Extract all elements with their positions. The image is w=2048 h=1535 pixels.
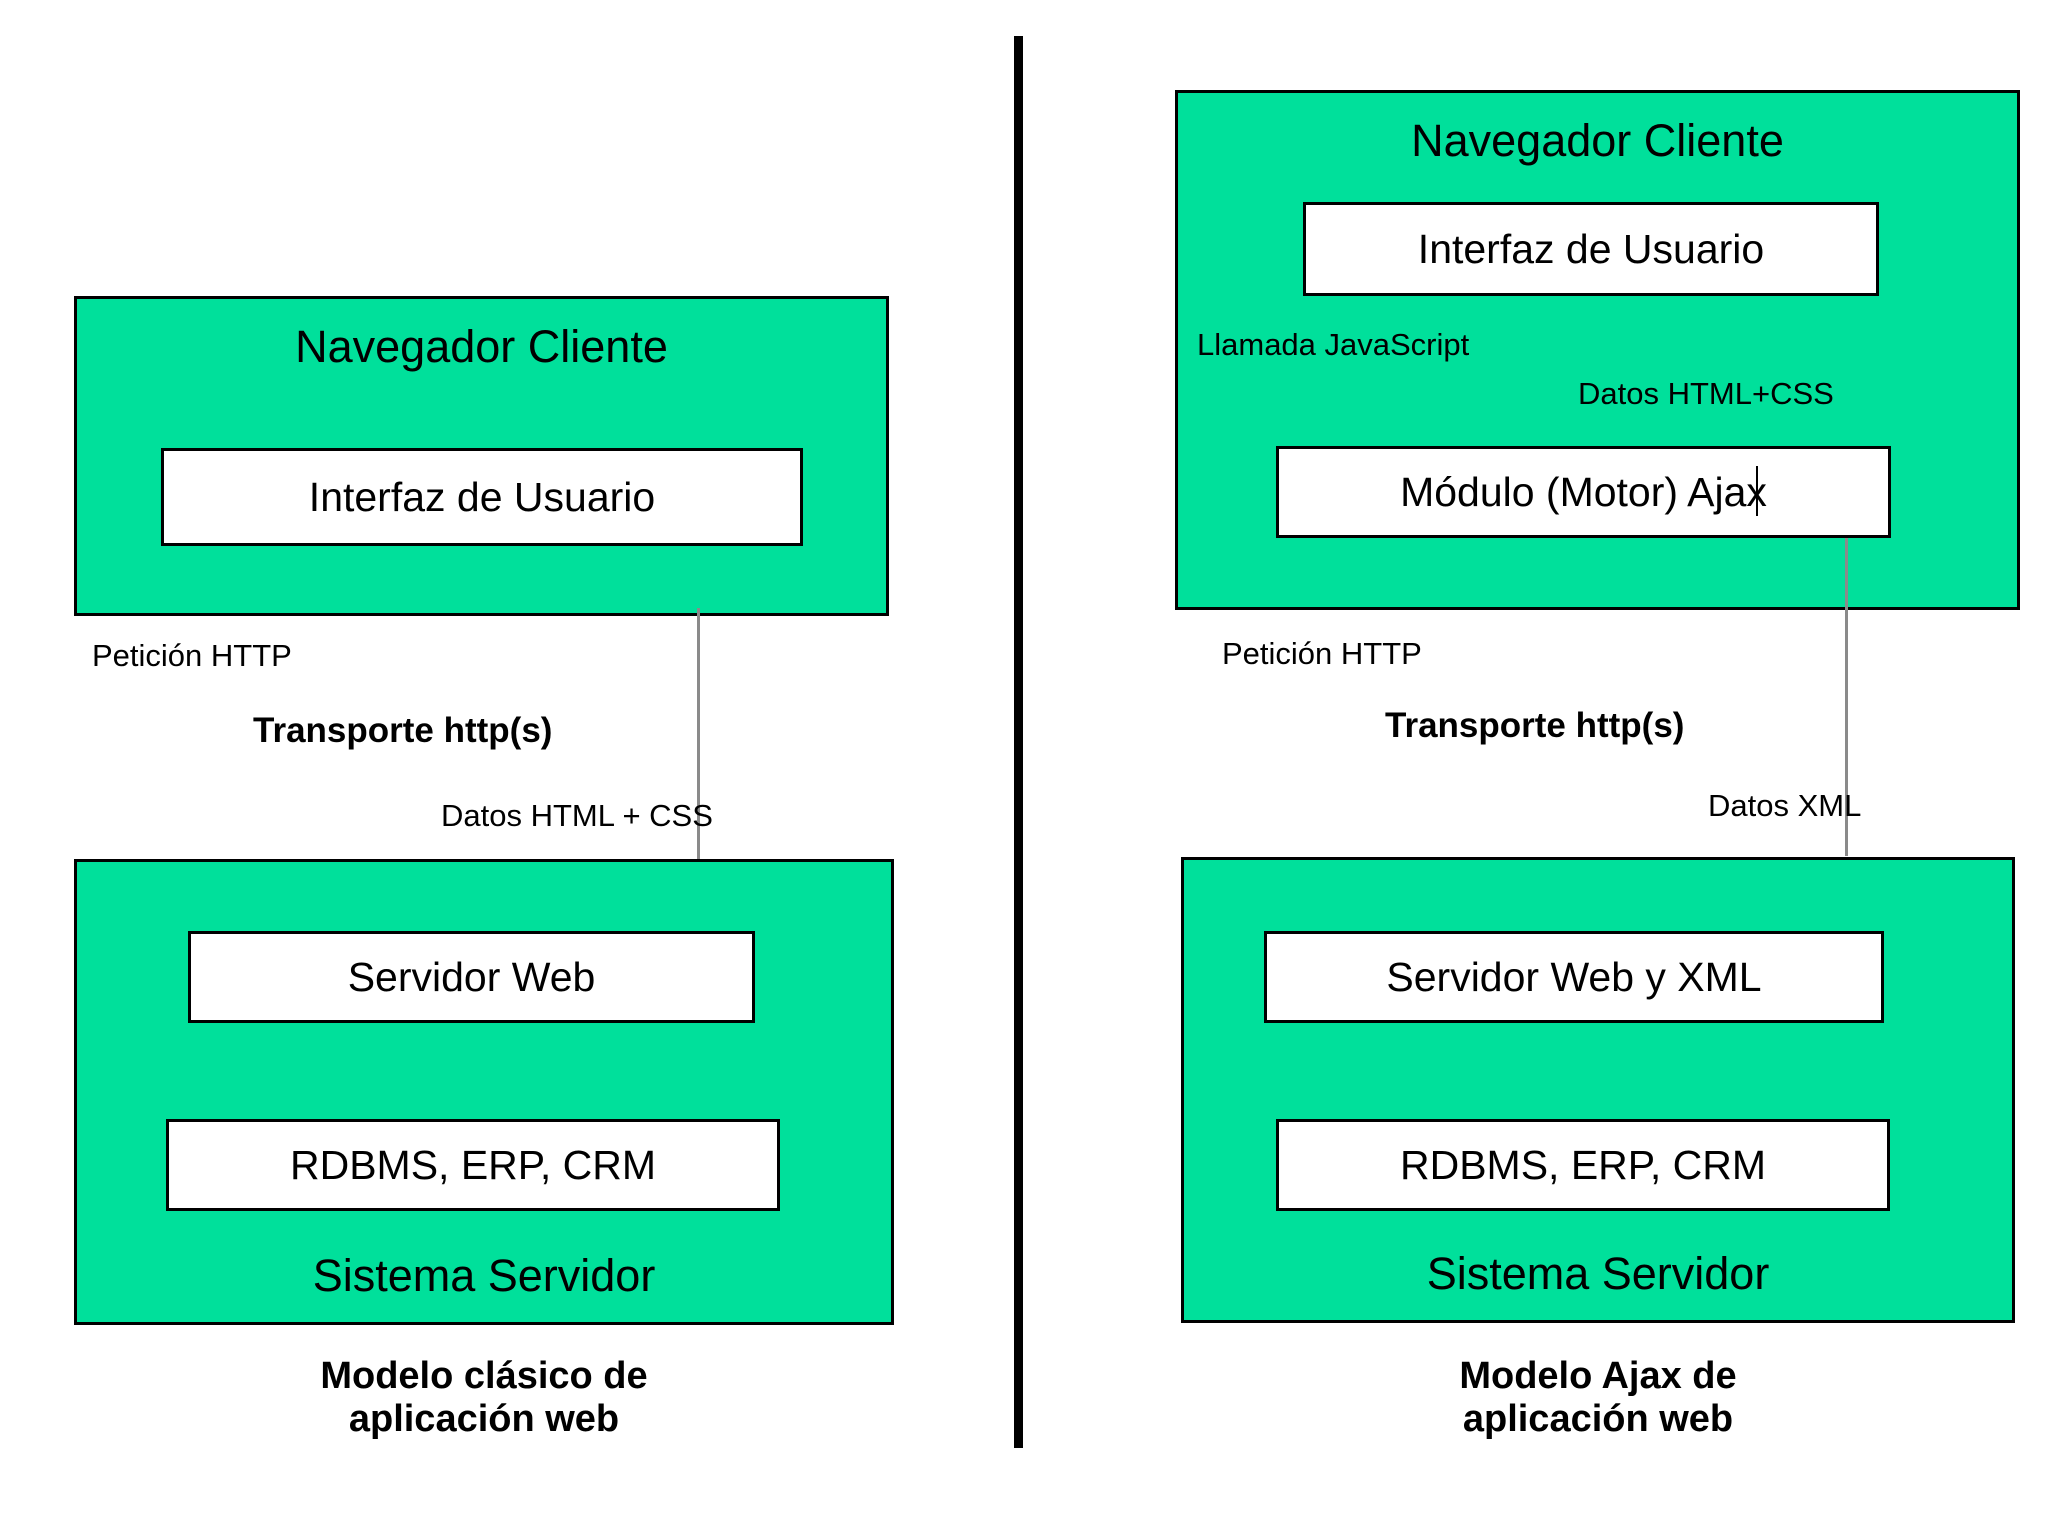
classic-client-panel-title: Navegador Cliente <box>295 321 668 372</box>
ajax-server-panel: Sistema Servidor <box>1181 857 2015 1323</box>
ajax-rdbms-label: RDBMS, ERP, CRM <box>1399 1141 1767 1188</box>
ajax-caption: Modelo Ajax de aplicación web <box>1459 1355 1737 1440</box>
ajax-motor-box: Módulo (Motor) Ajax <box>1276 446 1891 538</box>
ajax-ui-data-label: Datos HTML+CSS <box>1578 376 1834 411</box>
classic-servidor-web-label: Servidor Web <box>347 953 596 1000</box>
ajax-response-label: Datos XML <box>1708 788 1862 823</box>
classic-rdbms-label: RDBMS, ERP, CRM <box>289 1141 657 1188</box>
classic-servidor-web-box: Servidor Web <box>188 931 755 1023</box>
classic-request-label: Petición HTTP <box>92 638 292 673</box>
classic-interfaz-usuario-box: Interfaz de Usuario <box>161 448 803 546</box>
ajax-server-panel-title: Sistema Servidor <box>1426 1248 1770 1299</box>
ajax-db-write-arrow <box>1355 1023 1383 1119</box>
classic-rdbms-box: RDBMS, ERP, CRM <box>166 1119 780 1211</box>
ajax-response-line <box>1845 538 1848 856</box>
classic-response-line <box>697 608 700 936</box>
center-divider <box>1014 36 1023 1448</box>
ajax-db-read-arrow <box>1795 1023 1823 1119</box>
ajax-transport-label: Transporte http(s) <box>1385 706 1685 745</box>
ajax-js-call-label: Llamada JavaScript <box>1197 327 1470 362</box>
ajax-interfaz-usuario-label: Interfaz de Usuario <box>1417 225 1765 272</box>
text-caret <box>1756 466 1758 516</box>
classic-response-label: Datos HTML + CSS <box>441 798 713 833</box>
ajax-request-label: Petición HTTP <box>1222 636 1422 671</box>
classic-interfaz-usuario-label: Interfaz de Usuario <box>308 473 656 520</box>
classic-server-panel: Sistema Servidor <box>74 859 894 1325</box>
classic-server-panel-title: Sistema Servidor <box>312 1250 656 1301</box>
classic-db-write-arrow <box>234 1023 262 1119</box>
ajax-client-panel-title: Navegador Cliente <box>1411 115 1784 166</box>
ajax-request-arrow <box>1355 538 1383 850</box>
classic-caption: Modelo clásico de aplicación web <box>320 1355 648 1440</box>
ajax-rdbms-box: RDBMS, ERP, CRM <box>1276 1119 1890 1211</box>
classic-response-arrow <box>685 548 713 614</box>
ajax-servidor-web-label: Servidor Web y XML <box>1386 953 1762 1000</box>
ajax-js-call-arrow <box>1342 296 1370 446</box>
ajax-servidor-web-box: Servidor Web y XML <box>1264 931 1884 1023</box>
classic-transport-label: Transporte http(s) <box>253 711 553 750</box>
ajax-ui-data-arrow <box>1827 296 1855 446</box>
ajax-motor-label: Módulo (Motor) Ajax <box>1400 468 1767 515</box>
ajax-interfaz-usuario-box: Interfaz de Usuario <box>1303 202 1879 296</box>
classic-db-read-arrow <box>674 1023 702 1119</box>
